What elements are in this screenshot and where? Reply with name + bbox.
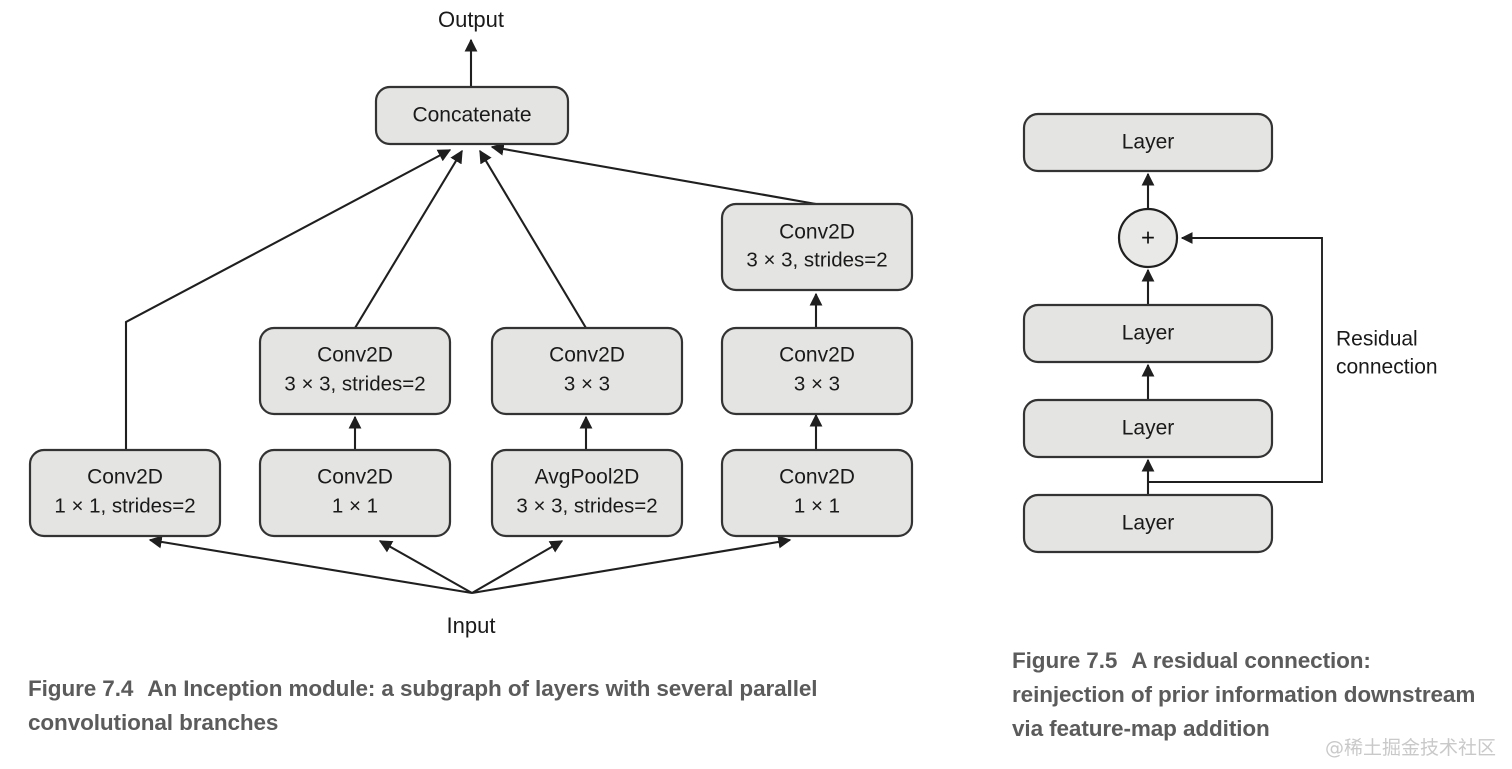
node-branch3-bottom[interactable]: AvgPool2D 3 × 3, strides=2 [490,448,684,538]
node-branch4-bottom-line2: 1 × 1 [794,494,840,517]
residual-annotation-line1: Residual [1336,328,1418,351]
node-concatenate-shape [374,85,570,146]
node-branch3-bottom-shape [490,448,684,538]
node-branch1-bottom-shape [28,448,222,538]
node-layer-third[interactable]: Layer [1022,398,1274,459]
node-branch3-top-line1: Conv2D [549,344,625,367]
node-branch2-bottom-shape [258,448,452,538]
node-branch2-top-line1: Conv2D [317,344,393,367]
node-branch3-top[interactable]: Conv2D 3 × 3 [490,326,684,416]
node-layer-top[interactable]: Layer [1022,112,1274,173]
node-branch4-top-shape [720,202,914,292]
node-branch2-top-shape [258,326,452,416]
edge-residual-connection [1148,232,1323,483]
watermark: @稀土掘金技术社区 [1325,737,1497,759]
node-branch4-top-line1: Conv2D [779,221,855,244]
node-branch3-top-line2: 3 × 3 [564,372,610,395]
node-branch2-top-line2: 3 × 3, strides=2 [284,372,425,395]
node-concatenate[interactable]: Concatenate [374,85,570,146]
residual-diagram: Layer + Layer Layer Layer [1022,112,1438,554]
residual-annotation-line2: connection [1336,356,1438,379]
node-layer-second-shape [1022,303,1274,364]
node-branch3-top-shape [490,326,684,416]
caption-figure-7-4-text: An Inception module: a subgraph of layer… [28,676,818,735]
node-branch4-mid[interactable]: Conv2D 3 × 3 [720,326,914,416]
node-concatenate-label: Concatenate [412,104,531,127]
edge-input-to-branch1 [148,535,473,595]
node-layer-top-shape [1022,112,1274,173]
node-branch4-mid-shape [720,326,914,416]
node-branch4-bottom[interactable]: Conv2D 1 × 1 [720,448,914,538]
node-branch2-bottom-line1: Conv2D [317,466,393,489]
node-layer-second-label: Layer [1122,322,1175,345]
node-branch3-bottom-line2: 3 × 3, strides=2 [516,494,657,517]
node-branch2-bottom-line2: 1 × 1 [332,494,378,517]
edge-input-to-branch2 [378,540,473,594]
node-layer-top-label: Layer [1122,131,1175,154]
node-layer-third-label: Layer [1122,417,1175,440]
node-layer-bottom-label: Layer [1122,512,1175,535]
caption-figure-7-5-text: A residual connection: reinjection of pr… [1012,648,1476,741]
node-add[interactable]: + [1117,207,1179,269]
caption-figure-7-5-number: Figure 7.5 [1012,648,1118,673]
node-branch1-bottom-line2: 1 × 1, strides=2 [54,494,195,517]
caption-figure-7-4-number: Figure 7.4 [28,676,134,701]
inception-diagram: Concatenate Conv2D 3 × 3, strides=2 Conv… [28,7,914,638]
node-layer-third-shape [1022,398,1274,459]
edge-branch3-to-concatenate [479,149,587,329]
plus-icon: + [1141,224,1155,251]
edge-branch1-to-concatenate [124,149,452,450]
node-branch4-top-line2: 3 × 3, strides=2 [746,248,887,271]
edge-input-to-branch3 [471,540,564,594]
node-branch1-bottom-line1: Conv2D [87,466,163,489]
edge-input-to-branch4 [471,535,792,595]
node-layer-bottom[interactable]: Layer [1022,493,1274,554]
node-branch2-bottom[interactable]: Conv2D 1 × 1 [258,448,452,538]
node-branch4-bottom-shape [720,448,914,538]
edge-branch2-to-concatenate [354,149,463,329]
node-layer-second[interactable]: Layer [1022,303,1274,364]
input-label: Input [447,613,496,638]
node-branch4-top[interactable]: Conv2D 3 × 3, strides=2 [720,202,914,292]
node-branch2-top[interactable]: Conv2D 3 × 3, strides=2 [258,326,452,416]
node-branch4-mid-line2: 3 × 3 [794,372,840,395]
node-branch3-bottom-line1: AvgPool2D [535,466,640,489]
node-branch1-bottom[interactable]: Conv2D 1 × 1, strides=2 [28,448,222,538]
node-branch4-mid-line1: Conv2D [779,344,855,367]
edge-branch4-to-concatenate [490,142,817,206]
output-label: Output [438,7,504,32]
node-add-shape [1117,207,1179,269]
node-layer-bottom-shape [1022,493,1274,554]
node-branch4-bottom-line1: Conv2D [779,466,855,489]
